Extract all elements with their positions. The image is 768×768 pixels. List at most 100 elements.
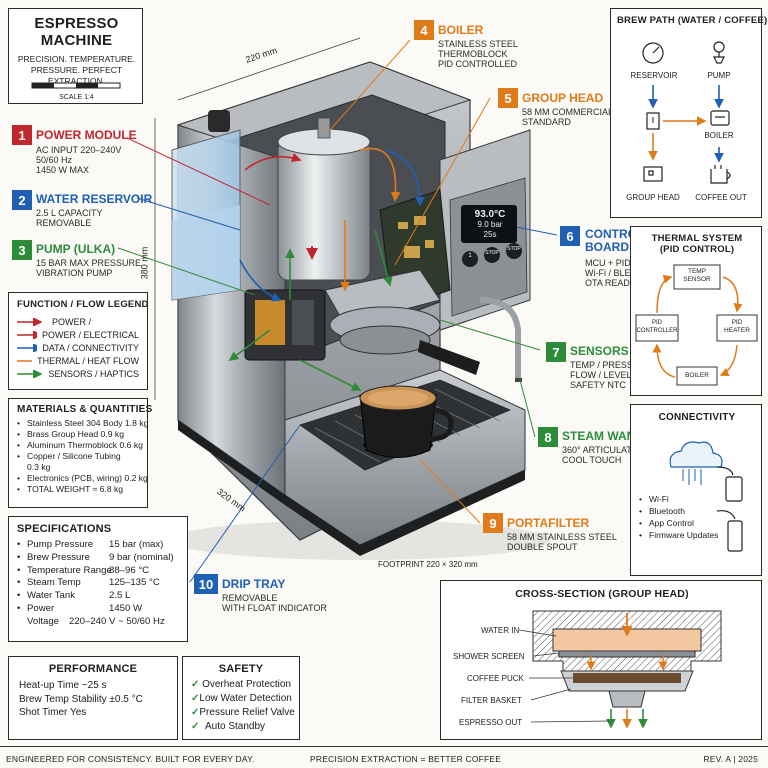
callout-desc: MCU + PID Wi-Fi / BLE OTA READY bbox=[585, 258, 636, 288]
materials-item: •Stainless Steel 304 Body 1.8 kg bbox=[17, 418, 149, 428]
legend-item: DATA / CONNECTIVITY bbox=[17, 342, 139, 353]
callout-title: GROUP HEAD bbox=[522, 91, 604, 105]
callout-title: STEAM WAND bbox=[562, 429, 644, 443]
thermal-title-line-1: THERMAL SYSTEM bbox=[651, 233, 743, 244]
callout-number: 2 bbox=[12, 190, 32, 210]
cs-label-espresso-out: ESPRESSO OUT bbox=[459, 718, 523, 727]
subtitle: PRECISION. TEMPERATURE. PRESSURE. PERFEC… bbox=[9, 54, 144, 87]
connectivity-item: •Wi-Fi bbox=[639, 494, 669, 504]
cross-section-diagram bbox=[518, 610, 722, 729]
callout-number: 10 bbox=[194, 574, 218, 594]
callout-desc: STAINLESS STEEL THERMOBLOCK PID CONTROLL… bbox=[438, 39, 518, 69]
cs-label-filter-basket: FILTER BASKET bbox=[461, 696, 522, 705]
callout-title: BOILER bbox=[438, 23, 484, 37]
callout-title: PUMP (ULKA) bbox=[36, 242, 116, 256]
cs-label-shower-screen: SHOWER SCREEN bbox=[453, 652, 525, 661]
performance-row: Brew Temp Stability ±0.5 °C bbox=[19, 693, 143, 705]
brew-node-group-head: GROUP HEAD bbox=[626, 193, 680, 202]
safety-row: ✓Pressure Relief Valve bbox=[191, 707, 295, 718]
legend-item: POWER / bbox=[17, 316, 92, 327]
check-icon: ✓ bbox=[191, 721, 200, 732]
connectivity-list: •Wi-Fi •Bluetooth •App Control •Firmware… bbox=[639, 493, 718, 541]
phone-icon bbox=[716, 510, 743, 552]
coffee-out-icon bbox=[710, 165, 731, 184]
materials-item: •Brass Group Head 0.9 kg bbox=[17, 429, 124, 439]
display-button-3[interactable]: STOP bbox=[507, 246, 521, 252]
brew-path-title: BREW PATH (WATER / COFFEE) bbox=[617, 15, 768, 26]
check-icon: ✓ bbox=[191, 693, 200, 704]
legend-item: THERMAL / HEAT FLOW bbox=[17, 355, 139, 366]
specifications-title: SPECIFICATIONS bbox=[17, 523, 112, 535]
callout-desc: 360° ARTICULATING COOL TOUCH bbox=[562, 445, 648, 465]
callout-number: 8 bbox=[538, 427, 558, 447]
thermal-title-line-2: (PID CONTROL) bbox=[659, 244, 735, 255]
callout-title: WATER RESERVOIR bbox=[36, 192, 153, 206]
callout-desc: 15 BAR MAX PRESSURE VIBRATION PUMP bbox=[36, 258, 142, 278]
materials-item: •Aluminum Thermoblock 0.6 kg bbox=[17, 440, 143, 450]
materials-title: MATERIALS & QUANTITIES bbox=[17, 404, 153, 415]
display-screen: 93.0°C 9.0 bar 25s bbox=[465, 209, 515, 240]
check-icon: ✓ bbox=[191, 707, 200, 718]
legend-title: FUNCTION / FLOW LEGEND bbox=[17, 299, 149, 310]
connectivity-diagram bbox=[669, 441, 743, 552]
callout-number: 3 bbox=[12, 240, 32, 260]
safety-row: ✓Overheat Protection bbox=[191, 679, 291, 690]
thermal-system-box: THERMAL SYSTEM (PID CONTROL) TEMP SENSOR… bbox=[630, 226, 762, 396]
cs-label-water-in: WATER IN bbox=[481, 626, 520, 635]
callout-title: CONTROL BOARD bbox=[585, 227, 645, 254]
safety-box: SAFETY ✓Overheat Protection ✓Low Water D… bbox=[182, 656, 300, 740]
connectivity-item: •App Control bbox=[639, 518, 694, 528]
brew-node-pump: PUMP bbox=[707, 71, 731, 80]
thermal-title: THERMAL SYSTEM (PID CONTROL) bbox=[631, 233, 763, 255]
callout-desc: TEMP / PRESSURE FLOW / LEVEL SAFETY NTC bbox=[570, 360, 652, 390]
materials-item: •TOTAL WEIGHT ≈ 6.8 kg bbox=[17, 484, 124, 494]
performance-title: PERFORMANCE bbox=[48, 663, 138, 675]
title-line-1: ESPRESSO bbox=[34, 15, 119, 32]
callout-title: SENSORS bbox=[570, 344, 629, 358]
display-time: 25s bbox=[483, 230, 497, 239]
pid-node-temp-sensor: TEMP SENSOR bbox=[683, 268, 711, 283]
brew-path-box: BREW PATH (WATER / COFFEE) bbox=[610, 8, 767, 218]
subtitle-line-1: PRECISION. TEMPERATURE. bbox=[17, 54, 136, 64]
display-button-1[interactable]: 1 bbox=[468, 253, 472, 259]
pid-node-controller: PID CONTROLLER bbox=[636, 320, 678, 334]
callout-number: 9 bbox=[483, 513, 503, 533]
callout-desc: AC INPUT 220–240V 50/60 Hz 1450 W MAX bbox=[36, 145, 122, 175]
boiler-icon bbox=[710, 110, 730, 126]
safety-row: ✓Auto Standby bbox=[191, 721, 266, 732]
group-head-icon bbox=[643, 166, 663, 182]
display-pressure: 9.0 bar bbox=[477, 220, 503, 229]
gauge-icon bbox=[642, 42, 664, 64]
performance-row: Shot Timer Yes bbox=[19, 707, 87, 718]
cross-section-box: CROSS-SECTION (GROUP HEAD) WATER IN bbox=[440, 580, 762, 740]
safety-title: SAFETY bbox=[218, 663, 264, 675]
page-title: ESPRESSO MACHINE bbox=[9, 15, 144, 49]
connectivity-item: •Bluetooth bbox=[639, 506, 685, 516]
callout-desc: 2.5 L CAPACITY REMOVABLE bbox=[36, 208, 103, 228]
callout-number: 5 bbox=[498, 88, 518, 108]
cloud-icon bbox=[669, 441, 723, 468]
footer-center: PRECISION EXTRACTION = BETTER COFFEE bbox=[310, 754, 502, 764]
switch-icon bbox=[646, 112, 660, 130]
legend-item: SENSORS / HAPTICS bbox=[17, 368, 139, 379]
brew-node-boiler: BOILER bbox=[704, 131, 734, 140]
title-box: ESPRESSO MACHINE PRECISION. TEMPERATURE.… bbox=[8, 8, 143, 104]
performance-row: Heat-up Time ~25 s bbox=[19, 680, 107, 691]
display-button-2[interactable]: STOP bbox=[485, 250, 499, 256]
scale-label: SCALE 1:4 bbox=[59, 94, 94, 101]
materials-item: •Electronics (PCB, wiring) 0.2 kg bbox=[17, 473, 148, 483]
pid-node-heater: PID HEATER bbox=[724, 319, 750, 334]
legend-item: POWER / ELECTRICAL bbox=[17, 329, 139, 340]
tablet-icon bbox=[716, 466, 743, 502]
connectivity-box: CONNECTIVITY •Wi-Fi •Bluetooth •App Cont… bbox=[630, 404, 762, 576]
safety-row: ✓Low Water Detection bbox=[191, 693, 292, 704]
materials-box: MATERIALS & QUANTITIES •Stainless Steel … bbox=[8, 398, 153, 508]
footer-left: ENGINEERED FOR CONSISTENCY. BUILT FOR EV… bbox=[6, 754, 255, 764]
